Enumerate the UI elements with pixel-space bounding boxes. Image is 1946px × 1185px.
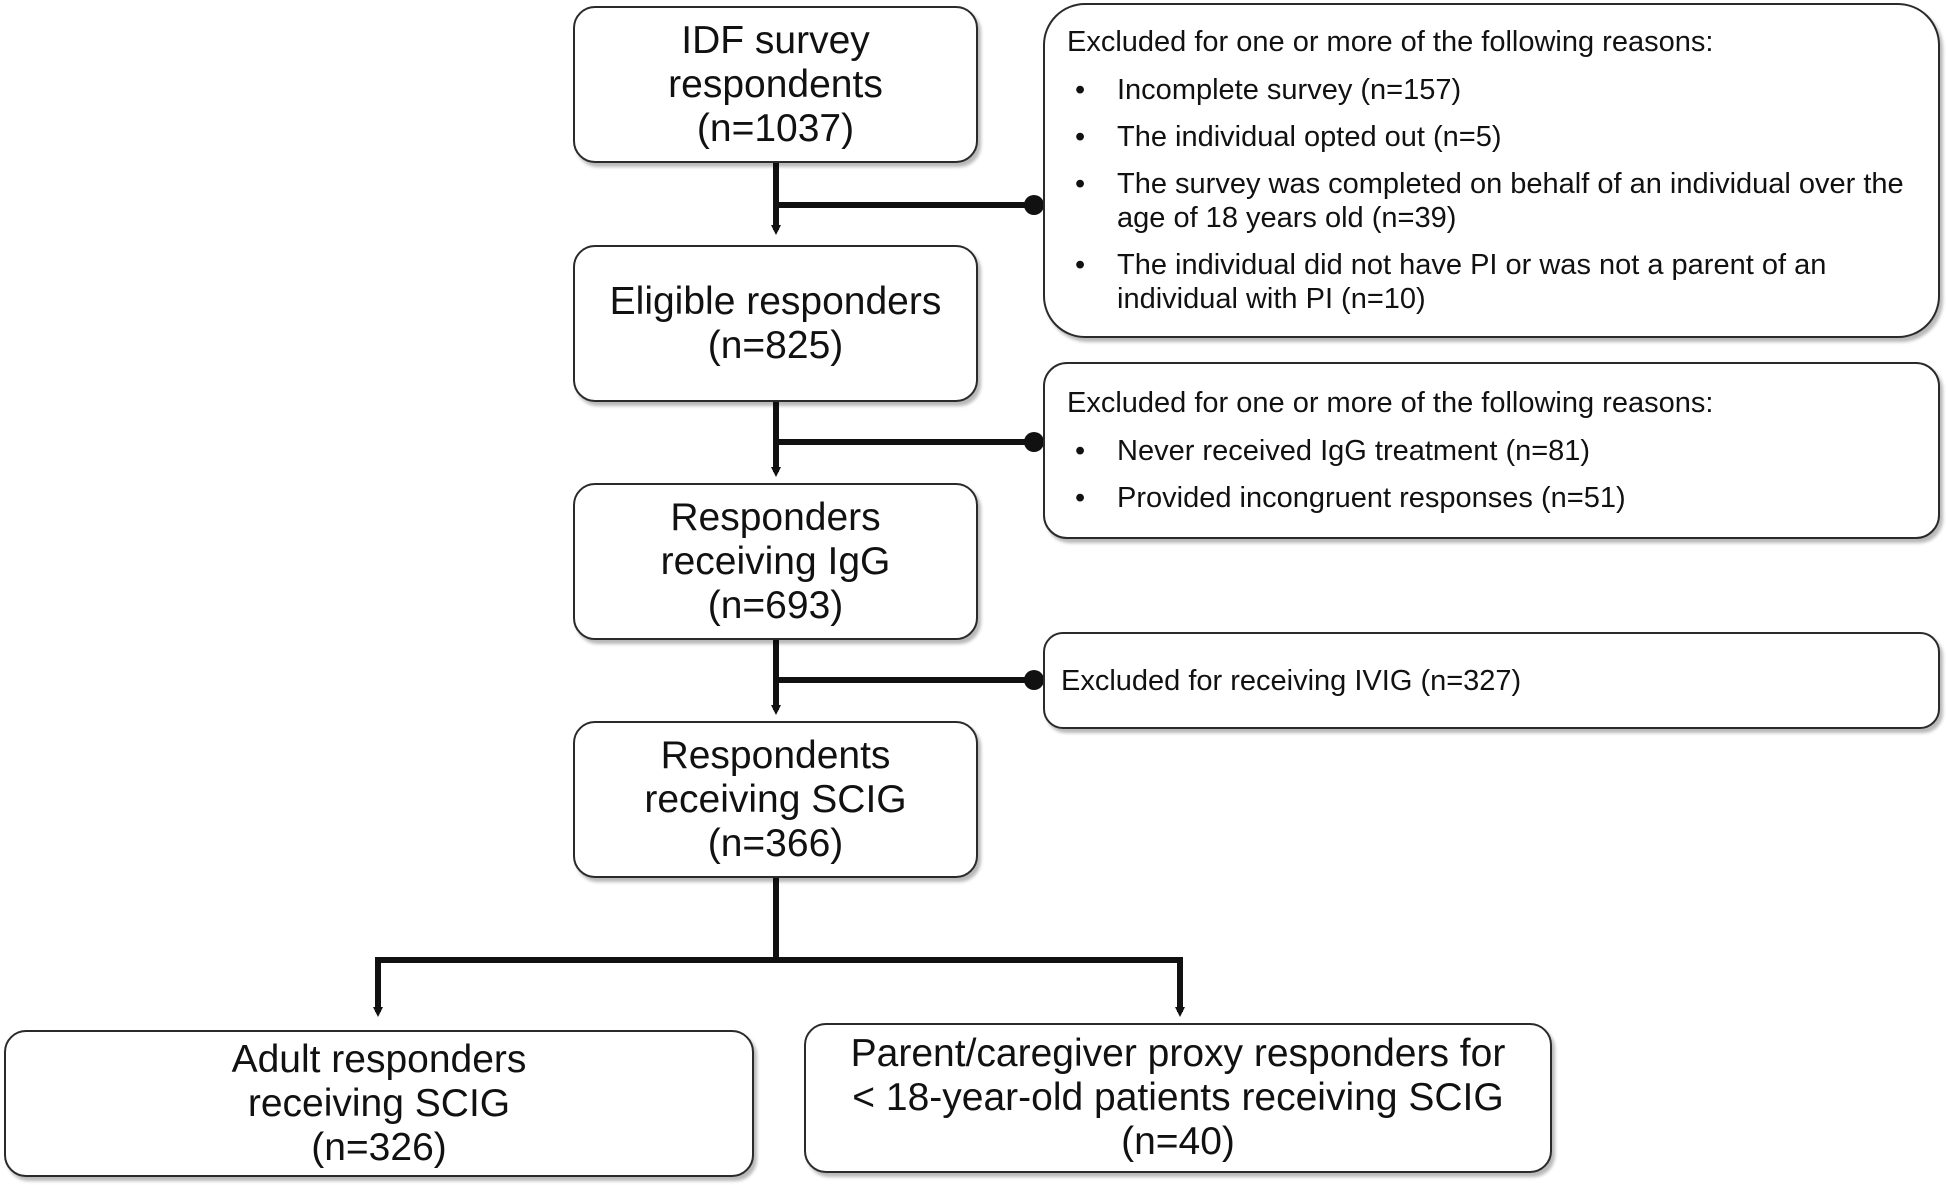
- junction-dot-first: [1024, 195, 1044, 215]
- first-exclusion-box: Excluded for one or more of the followin…: [1043, 3, 1940, 338]
- second-exclusion-box: Excluded for one or more of the followin…: [1043, 362, 1940, 539]
- idf-respondents-box: IDF survey respondents (n=1037): [573, 6, 978, 163]
- scig-line-2: receiving SCIG: [644, 777, 907, 821]
- second-exclusion-heading: Excluded for one or more of the followin…: [1067, 387, 1714, 419]
- eligible-responders-count: (n=825): [707, 323, 844, 367]
- first-exclusion-item: The survey was completed on behalf of an…: [1067, 167, 1918, 235]
- responders-receiving-igg-box: Responders receiving IgG (n=693): [573, 483, 978, 640]
- idf-respondents-count: (n=1037): [696, 106, 855, 150]
- first-exclusion-list: Incomplete survey (n=157) The individual…: [1067, 73, 1918, 316]
- scig-count: (n=366): [707, 821, 844, 865]
- first-exclusion-item: The individual opted out (n=5): [1067, 120, 1918, 154]
- first-exclusion-item: Incomplete survey (n=157): [1067, 73, 1918, 107]
- idf-respondents-line-1: IDF survey: [681, 18, 870, 62]
- first-exclusion-heading: Excluded for one or more of the followin…: [1067, 26, 1714, 58]
- igg-line-2: receiving IgG: [660, 539, 891, 583]
- proxy-count: (n=40): [1121, 1120, 1235, 1163]
- igg-count: (n=693): [707, 583, 844, 627]
- adult-line-2: receiving SCIG: [247, 1081, 511, 1125]
- second-exclusion-list: Never received IgG treatment (n=81) Prov…: [1067, 434, 1918, 515]
- igg-line-1: Responders: [670, 495, 881, 539]
- proxy-line-1: Parent/caregiver proxy responders for: [850, 1032, 1506, 1075]
- third-exclusion-text: Excluded for receiving IVIG (n=327): [1061, 664, 1522, 697]
- eligible-responders-box: Eligible responders (n=825): [573, 245, 978, 402]
- proxy-responders-box: Parent/caregiver proxy responders for < …: [804, 1023, 1552, 1173]
- eligible-responders-line-1: Eligible responders: [609, 279, 942, 323]
- idf-respondents-line-2: respondents: [668, 62, 883, 106]
- third-exclusion-box: Excluded for receiving IVIG (n=327): [1043, 632, 1940, 729]
- split-line: [375, 957, 1183, 990]
- second-exclusion-item: Provided incongruent responses (n=51): [1067, 481, 1918, 515]
- second-exclusion-item: Never received IgG treatment (n=81): [1067, 434, 1918, 468]
- junction-dot-second: [1024, 432, 1044, 452]
- scig-line-1: Respondents: [660, 733, 891, 777]
- adult-line-1: Adult responders: [231, 1037, 527, 1081]
- proxy-line-2: < 18-year-old patients receiving SCIG: [852, 1076, 1504, 1119]
- respondents-receiving-scig-box: Respondents receiving SCIG (n=366): [573, 721, 978, 878]
- adult-responders-box: Adult responders receiving SCIG (n=326): [4, 1030, 754, 1177]
- junction-dot-third: [1024, 670, 1044, 690]
- first-exclusion-item: The individual did not have PI or was no…: [1067, 248, 1918, 316]
- adult-count: (n=326): [311, 1125, 447, 1169]
